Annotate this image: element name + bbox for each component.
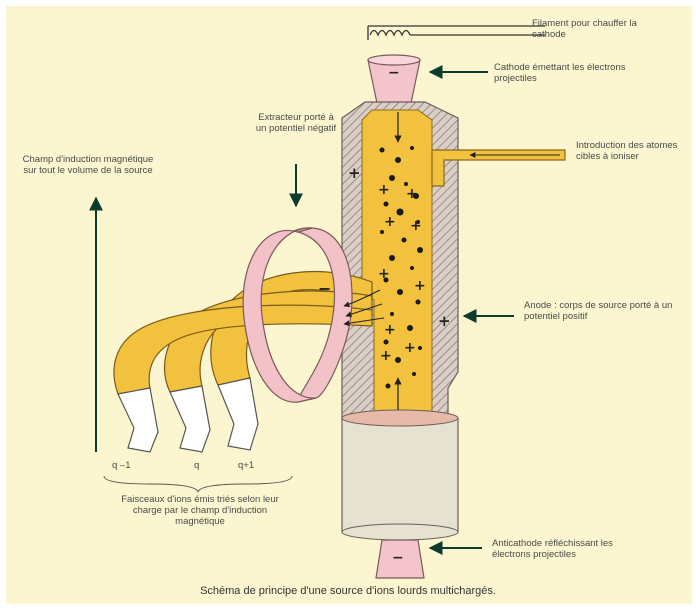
caption: Schéma de principe d'une source d'ions l… bbox=[0, 585, 696, 597]
svg-text:+: + bbox=[384, 322, 396, 338]
champ-label: Champ d'induction magnétique sur tout le… bbox=[18, 154, 158, 176]
anticathode-label: Anticathode réfléchissant les électrons … bbox=[492, 538, 642, 560]
svg-text:−: − bbox=[318, 279, 331, 298]
svg-text:−: − bbox=[388, 65, 400, 81]
svg-text:+: + bbox=[348, 164, 361, 182]
filament-coil bbox=[368, 26, 545, 40]
svg-text:+: + bbox=[384, 214, 396, 230]
beams-brace bbox=[104, 476, 292, 492]
beam-label-q: q bbox=[194, 460, 214, 471]
faisceaux-label: Faisceaux d'ions émis triés selon leur c… bbox=[112, 494, 288, 527]
svg-text:+: + bbox=[410, 218, 422, 234]
anticathode: − bbox=[376, 540, 424, 578]
anode-label: Anode : corps de source porté à un poten… bbox=[524, 300, 674, 322]
introduction-label: Introduction des atomes cibles à ioniser bbox=[576, 140, 688, 162]
svg-text:+: + bbox=[404, 340, 416, 356]
cathode-label: Cathode émettant les électrons projectil… bbox=[494, 62, 644, 84]
svg-text:+: + bbox=[406, 186, 418, 202]
beam-label-q-minus-1: q –1 bbox=[112, 460, 152, 471]
cathode: − bbox=[368, 55, 420, 108]
svg-text:−: − bbox=[392, 550, 404, 566]
svg-text:+: + bbox=[378, 182, 390, 198]
svg-text:+: + bbox=[438, 312, 451, 330]
extracteur-label: Extracteur porté à un potentiel négatif bbox=[254, 112, 338, 134]
filament-label: Filament pour chauffer la cathode bbox=[532, 18, 672, 40]
svg-text:+: + bbox=[414, 278, 426, 294]
beam-label-q-plus-1: q+1 bbox=[238, 460, 278, 471]
anticathode-block bbox=[342, 410, 458, 540]
svg-text:+: + bbox=[380, 348, 392, 364]
svg-text:+: + bbox=[378, 266, 390, 282]
